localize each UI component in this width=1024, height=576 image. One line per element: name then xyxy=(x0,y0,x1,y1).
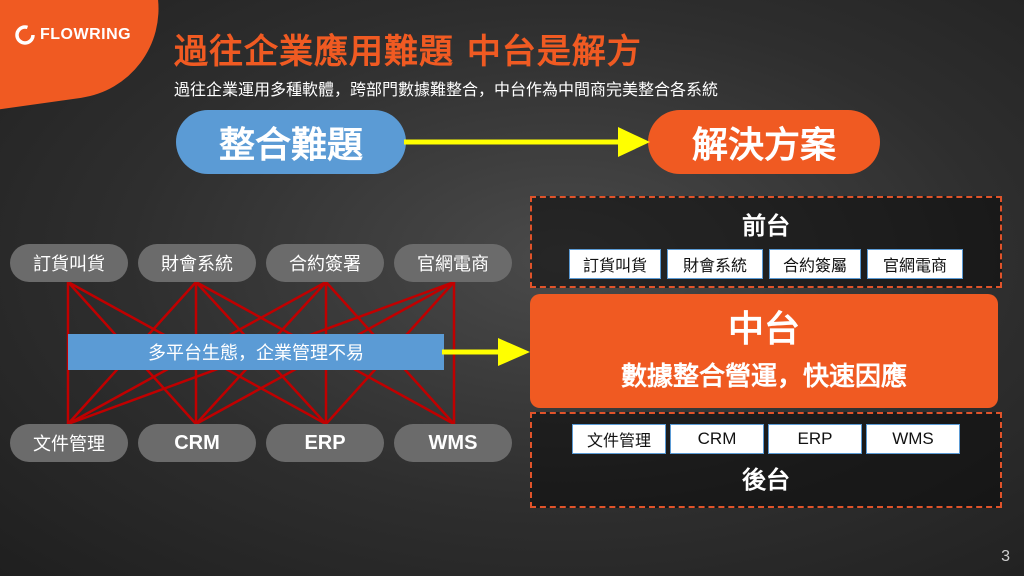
flowring-logo: FLOWRING xyxy=(14,24,131,46)
problem-pill: 整合難題 xyxy=(176,110,406,174)
back-office-label: 後台 xyxy=(742,466,790,494)
bottom-item-docs: 文件管理 xyxy=(10,424,128,462)
middle-office-subtitle: 數據整合營運，快速因應 xyxy=(620,362,907,393)
middle-arrow-icon xyxy=(442,338,530,366)
front-cell-contract: 合約簽屬 xyxy=(769,249,861,279)
bottom-item-erp: ERP xyxy=(266,424,384,462)
ecosystem-bar: 多平台生態，企業管理不易 xyxy=(68,334,444,370)
back-cell-erp: ERP xyxy=(768,424,862,454)
top-item-ordering: 訂貨叫貨 xyxy=(10,244,128,282)
front-cell-ecommerce: 官網電商 xyxy=(867,249,963,279)
front-cell-finance: 財會系統 xyxy=(667,249,763,279)
bottom-item-crm: CRM xyxy=(138,424,256,462)
back-cell-wms: WMS xyxy=(866,424,960,454)
back-cell-docs: 文件管理 xyxy=(572,424,666,454)
front-cell-ordering: 訂貨叫貨 xyxy=(569,249,661,279)
slide-title: 過往企業應用難題 中台是解方 xyxy=(174,32,642,72)
top-item-contract: 合約簽署 xyxy=(266,244,384,282)
middle-office-box: 中台 數據整合營運，快速因應 xyxy=(530,294,998,408)
top-arrow-icon xyxy=(404,127,650,157)
back-cell-crm: CRM xyxy=(670,424,764,454)
solution-pill: 解決方案 xyxy=(648,110,880,174)
top-item-finance: 財會系統 xyxy=(138,244,256,282)
logo-text: FLOWRING xyxy=(40,26,132,43)
top-item-ecommerce: 官網電商 xyxy=(394,244,512,282)
page-number: 3 xyxy=(1001,548,1010,565)
bottom-item-wms: WMS xyxy=(394,424,512,462)
middle-office-title: 中台 xyxy=(727,308,800,350)
logo-ring-icon xyxy=(15,25,35,45)
front-office-label: 前台 xyxy=(742,212,790,240)
slide-subtitle: 過往企業運用多種軟體，跨部門數據難整合，中台作為中間商完美整合各系統 xyxy=(174,80,719,99)
front-office-box: 前台 訂貨叫貨 財會系統 合約簽屬 官網電商 xyxy=(530,196,1002,288)
back-office-box: 文件管理 CRM ERP WMS 後台 xyxy=(530,412,1002,508)
